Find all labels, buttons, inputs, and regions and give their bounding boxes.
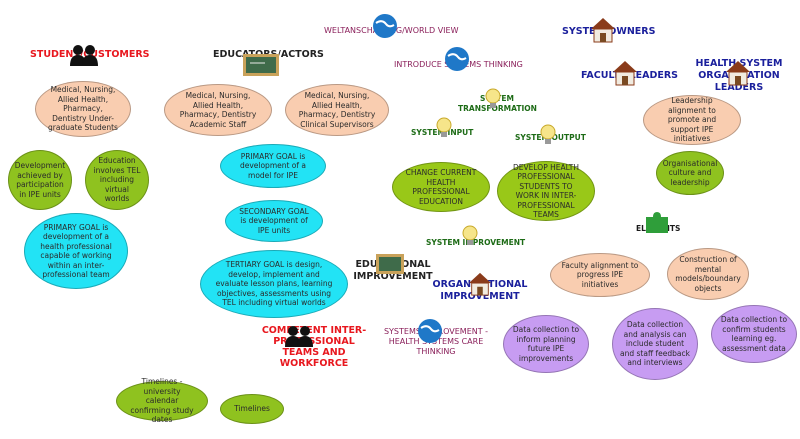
house-icon xyxy=(613,61,637,86)
lightbulb-icon xyxy=(485,88,501,108)
label-system-improvement: SYSTEM IMPROVEMENT xyxy=(426,238,526,247)
house-icon xyxy=(591,18,615,43)
node-timelines-calendar: Timelines - university calendar confirmi… xyxy=(116,377,208,424)
lightbulb-icon xyxy=(436,117,452,137)
node-timelines: Timelines xyxy=(220,394,284,424)
node-org-culture: Organisational culture and leadership xyxy=(656,151,724,195)
node-mental-models: Construction of mental models/boundary o… xyxy=(667,248,749,300)
node-tertiary-goal: TERTIARY GOAL is design, develop, implem… xyxy=(200,250,348,318)
node-education-tel: Education involves TEL including virtual… xyxy=(85,150,149,210)
node-data-analysis: Data collection and analysis can include… xyxy=(612,308,698,380)
node-students-group: Medical, Nursing, Allied Health, Pharmac… xyxy=(35,81,131,137)
chalkboard-icon xyxy=(243,54,279,76)
puzzle-piece-icon xyxy=(646,212,668,233)
node-leadership-alignment: Leadership alignment to promote and supp… xyxy=(643,95,741,145)
node-academic-staff: Medical, Nursing, Allied Health, Pharmac… xyxy=(164,84,272,136)
people-icon xyxy=(285,326,313,347)
lightbulb-icon xyxy=(462,225,478,245)
node-clinical-supervisors: Medical, Nursing, Allied Health, Pharmac… xyxy=(285,84,389,136)
node-change-education: CHANGE CURRENT HEALTH PROFESSIONAL EDUCA… xyxy=(392,162,490,212)
node-faculty-alignment: Faculty alignment to progress IPE initia… xyxy=(550,253,650,297)
globe-icon xyxy=(373,14,397,38)
lightbulb-icon xyxy=(540,124,556,144)
node-develop-students: DEVELOP HEALTH PROFESSIONAL STUDENTS TO … xyxy=(497,161,595,221)
house-icon xyxy=(468,272,492,296)
house-icon xyxy=(726,61,750,86)
node-primary-goal-model: PRIMARY GOAL is development of a model f… xyxy=(220,144,326,188)
node-data-future: Data collection to inform planning futur… xyxy=(503,315,589,373)
node-primary-goal-students: PRIMARY GOAL is development of a health … xyxy=(24,213,128,289)
heading-competent-teams: COMPETENT INTER-PROFESSIONAL TEAMS AND W… xyxy=(261,325,367,369)
globe-icon xyxy=(445,47,469,71)
node-secondary-goal: SECONDARY GOAL is development of IPE uni… xyxy=(225,200,323,242)
chalkboard-icon xyxy=(376,254,404,274)
node-data-confirm: Data collection to confirm students lear… xyxy=(711,305,797,363)
globe-icon xyxy=(418,319,442,343)
node-development-participation: Development achieved by participation in… xyxy=(8,150,72,210)
people-icon xyxy=(70,45,98,66)
